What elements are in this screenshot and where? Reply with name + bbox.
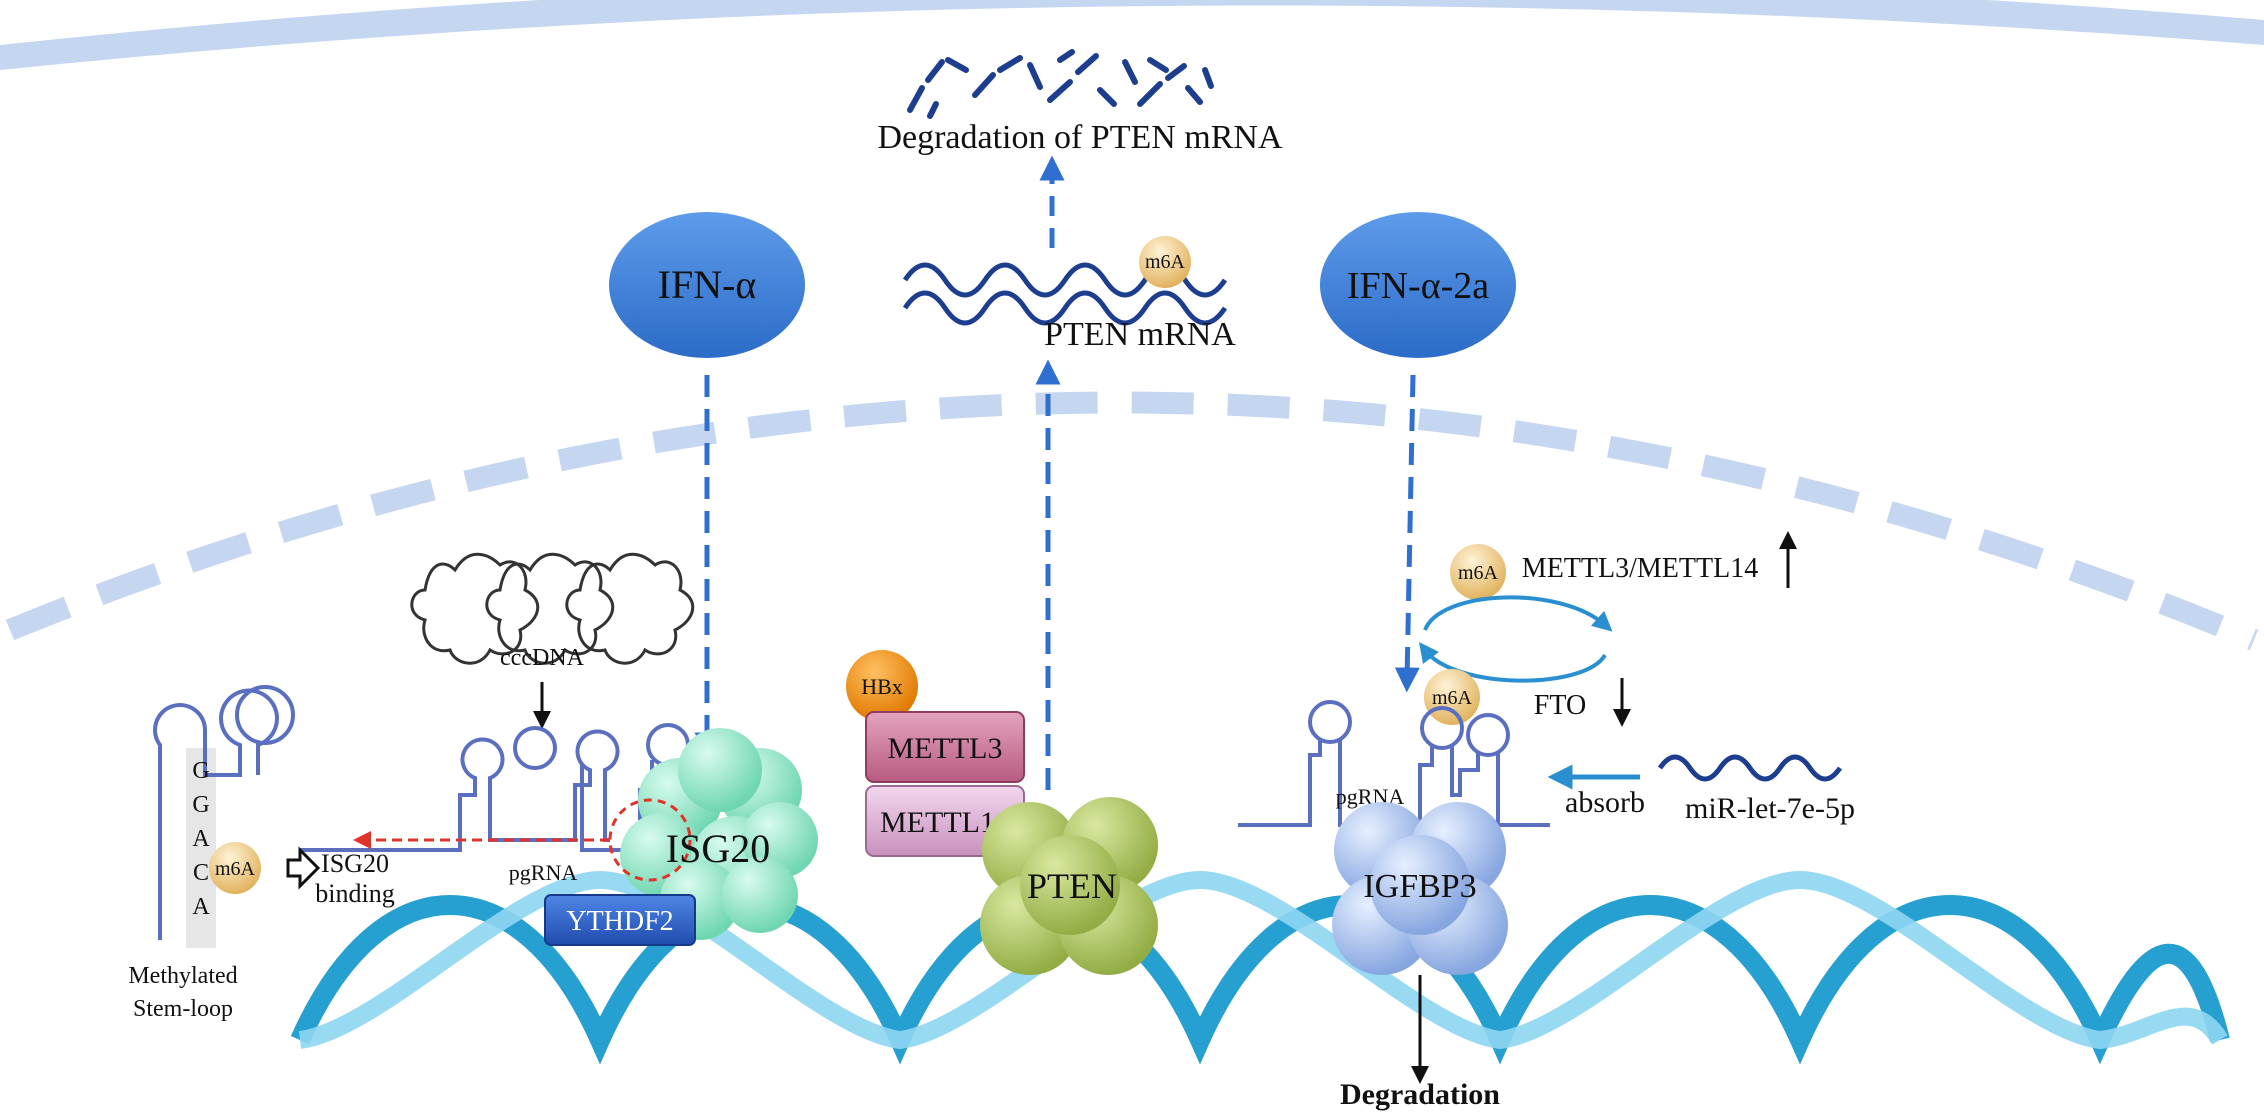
- ifn-alpha-label: IFN-α: [658, 262, 757, 307]
- fto-label: FTO: [1534, 690, 1586, 721]
- stem-letter: A: [192, 826, 210, 852]
- ifn-alpha-2a-ellipse: [1320, 212, 1516, 358]
- nuclear-envelope: [5, 391, 2259, 651]
- mir-label: miR-let-7e-5p: [1685, 792, 1855, 825]
- ythdf2-box: [544, 894, 696, 946]
- cell-membrane: [0, 0, 2264, 70]
- pten-cluster: [980, 797, 1158, 975]
- mettl3-label: METTL3: [888, 732, 1003, 765]
- dna-helix: [290, 870, 2230, 1065]
- pgrna-right: [1238, 700, 1550, 827]
- isg20-binding-label-2: binding: [315, 879, 394, 908]
- m6a-pten-mrna: [1139, 236, 1191, 288]
- methylated-stem-loop: [153, 685, 295, 948]
- mrna-fragments: [907, 49, 1214, 119]
- m6a-top-cycle-label: m6A: [1458, 562, 1499, 584]
- pten-label: PTEN: [1027, 866, 1117, 906]
- m6a-top-cycle: [1450, 544, 1506, 600]
- hollow-arrow: [286, 846, 321, 890]
- hbx-label: HBx: [861, 674, 903, 699]
- igfbp3-label: IGFBP3: [1363, 868, 1476, 905]
- m6a-cycle-arrows: [1418, 595, 1613, 683]
- red-dashed-circle: [608, 798, 692, 882]
- isg20-binding-label-1: ISG20: [321, 849, 389, 878]
- stem-letter: G: [192, 792, 209, 818]
- arrow-ifn-alpha-2a: [1394, 374, 1420, 693]
- igfbp3-cluster: [1332, 802, 1508, 975]
- hbx-circle: [846, 650, 918, 722]
- mettl3-box: [865, 711, 1025, 783]
- m6a-bottom-cycle: [1424, 669, 1480, 725]
- m6a-stem-loop: [209, 842, 261, 894]
- cccdna-icon: [410, 552, 695, 665]
- pgrna-left-label: pgRNA: [509, 860, 578, 885]
- stem-letter: A: [192, 894, 210, 920]
- ifn-alpha-2a-label: IFN-α-2a: [1347, 265, 1489, 307]
- pten-mrna-label: PTEN mRNA: [1044, 316, 1236, 353]
- isg20-label: ISG20: [666, 826, 770, 871]
- stem-letter: G: [192, 758, 209, 784]
- ifn-alpha-ellipse: [609, 212, 805, 358]
- degradation-pten-mrna-label: Degradation of PTEN mRNA: [877, 119, 1283, 156]
- stem-letter: C: [193, 860, 209, 886]
- degradation-label: Degradation: [1340, 1078, 1500, 1111]
- m6a-stem-loop-label: m6A: [215, 858, 256, 880]
- mir-wave: [1657, 754, 1843, 782]
- cccdna-label: cccDNA: [500, 645, 585, 671]
- ythdf2-label: YTHDF2: [566, 906, 673, 937]
- stem-loop-label: Stem-loop: [133, 996, 233, 1022]
- m6a-pten-mrna-label: m6A: [1145, 251, 1186, 273]
- mettl3-mettl14-label: METTL3/METTL14: [1522, 553, 1758, 584]
- m6a-bottom-cycle-label: m6A: [1432, 687, 1473, 709]
- absorb-label: absorb: [1565, 786, 1645, 819]
- methylated-label: Methylated: [128, 963, 237, 989]
